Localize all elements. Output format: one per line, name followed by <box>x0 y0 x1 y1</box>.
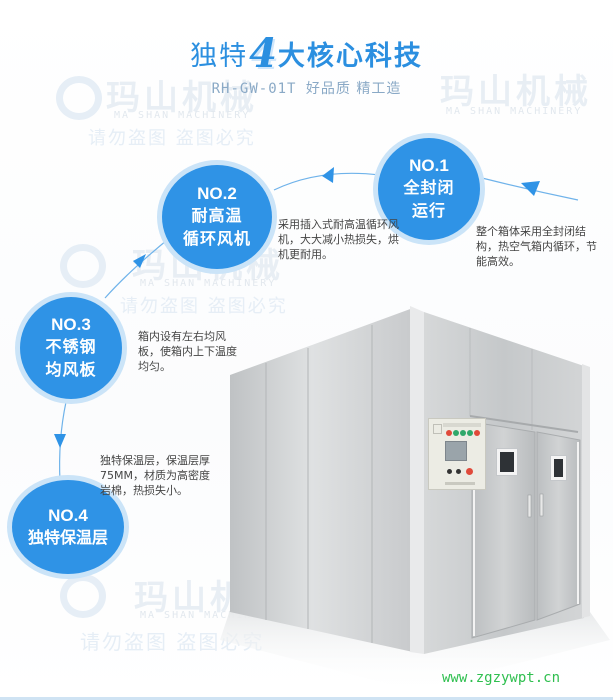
page-title: 独特4大核心科技 <box>0 30 613 77</box>
subtitle-slogan: 好品质 精工造 <box>305 81 402 97</box>
feature-description-2: 采用插入式耐高温循环风机，大大减小热损失，烘机更耐用。 <box>278 218 399 261</box>
bottom-divider <box>0 697 613 700</box>
indicator-light-icon <box>460 430 466 436</box>
feature-badge-1: NO.1 全封闭 运行 <box>378 138 480 240</box>
feature-title-line: 不锈钢 <box>45 337 97 356</box>
indicator-light-icon <box>467 430 473 436</box>
watermark-brand-en: MA SHAN MACHINERY <box>140 610 277 621</box>
door-window-left <box>497 449 517 475</box>
panel-display <box>445 441 467 461</box>
watermark-warning: 请勿盗图 盗图必究 <box>120 296 288 317</box>
feature-title-line: 均风板 <box>45 360 97 379</box>
feature-title-line: 耐高温 <box>191 206 243 225</box>
arrow-icon <box>133 254 146 268</box>
switch-icon <box>447 469 452 474</box>
indicator-light-icon <box>446 430 452 436</box>
feature-badge-4: NO.4 独特保温层 <box>12 480 124 574</box>
panel-title-plate <box>443 423 481 427</box>
feature-number: NO.1 <box>409 156 449 175</box>
source-url: www.zgzywpt.cn <box>442 670 561 686</box>
panel-logo-icon <box>433 424 442 434</box>
feature-title-line: 独特保温层 <box>27 527 108 547</box>
feature-description-3: 箱内设有左右均风板，使箱内上下温度均匀。 <box>138 330 237 373</box>
title-number: 4 <box>249 30 277 77</box>
feature-title-line: 全封闭 <box>403 178 455 197</box>
feature-number: NO.2 <box>197 184 237 203</box>
watermark-brand-en: MA SHAN MACHINERY <box>446 106 583 117</box>
switch-icon <box>456 469 461 474</box>
feature-title-line: 运行 <box>411 201 446 220</box>
watermark-warning: 请勿盗图 盗图必究 <box>80 630 265 654</box>
feature-number: NO.4 <box>48 505 88 525</box>
watermark-logo-icon <box>60 574 106 618</box>
watermark-brand-en: MA SHAN MACHINERY <box>140 278 277 289</box>
panel-label-strip <box>445 482 475 485</box>
indicator-light-icon <box>474 430 480 436</box>
watermark-logo-icon <box>60 244 106 288</box>
feature-badge-2: NO.2 耐高温 循环风机 <box>162 165 272 269</box>
door-window-right <box>551 456 566 480</box>
feature-number: NO.3 <box>51 315 91 334</box>
watermark-brand-en: MA SHAN MACHINERY <box>114 110 251 121</box>
arrow-icon <box>322 167 334 183</box>
page-subtitle: RH-GW-01T 好品质 精工造 <box>0 78 613 98</box>
feature-badge-3: NO.3 不锈钢 均风板 <box>20 297 122 399</box>
watermark-warning: 请勿盗图 盗图必究 <box>88 128 256 149</box>
indicator-light-icon <box>453 430 459 436</box>
arrow-icon <box>521 181 540 196</box>
control-panel <box>428 418 486 490</box>
feature-description-4: 独特保温层，保温层厚75MM，材质为高密度岩棉，热损失小。 <box>100 454 210 497</box>
watermark-bottom: 玛山机械 MA SHAN MACHINERY 请勿盗图 盗图必究 <box>60 570 320 660</box>
watermark-brand: 玛山机械 <box>134 578 286 618</box>
title-suffix: 大核心科技 <box>277 41 423 72</box>
title-prefix: 独特 <box>190 41 249 72</box>
arrow-icon <box>54 434 66 448</box>
feature-description-1: 整个箱体采用全封闭结构，热空气箱内循环，节能高效。 <box>476 225 597 268</box>
feature-title-line: 循环风机 <box>182 229 251 248</box>
subtitle-model: RH-GW-01T <box>211 81 297 97</box>
stop-button-icon <box>466 468 473 475</box>
